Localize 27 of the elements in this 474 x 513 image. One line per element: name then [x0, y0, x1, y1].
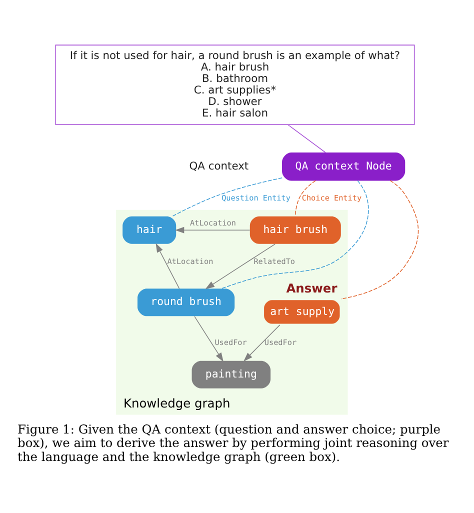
- edge-label: Choice Entity: [302, 193, 362, 202]
- arrow: [194, 316, 224, 362]
- node-box: round brush: [138, 288, 235, 316]
- node-box: hair: [122, 216, 176, 244]
- connector: [294, 180, 316, 216]
- connector: [220, 180, 369, 289]
- node-box: art supply: [264, 300, 340, 324]
- node-label: QA context: [189, 159, 249, 172]
- node-box: QA context Node: [282, 152, 406, 181]
- connector: [340, 180, 419, 300]
- node-box: hair brush: [250, 216, 341, 244]
- node-label: Answer: [286, 281, 338, 296]
- edge-label: UsedFor: [264, 338, 297, 347]
- edge-label: AtLocation: [190, 218, 236, 228]
- arrow: [174, 226, 250, 234]
- edge-label: AtLocation: [167, 256, 214, 266]
- arrow: [243, 324, 280, 362]
- caption: Figure 1: Given the QA context (question and answer choice; purple box), we aim to derive the answer by performing joint reasoning over the language and the knowledge graph (green box).: [18, 422, 449, 464]
- connector: [288, 124, 326, 154]
- edge-label: UsedFor: [214, 338, 247, 347]
- edge-label: Question Entity: [222, 193, 290, 202]
- connector: [172, 177, 282, 217]
- node-box: If it is not used for hair, a round brush is an example of what? A. hair brush B. bathroom C. art supplies* D. shower E. hair salon: [55, 44, 415, 125]
- arrow: [156, 243, 180, 289]
- edge-label: RelatedTo: [254, 256, 296, 266]
- arrow: [205, 244, 276, 290]
- node-box: painting: [192, 360, 271, 388]
